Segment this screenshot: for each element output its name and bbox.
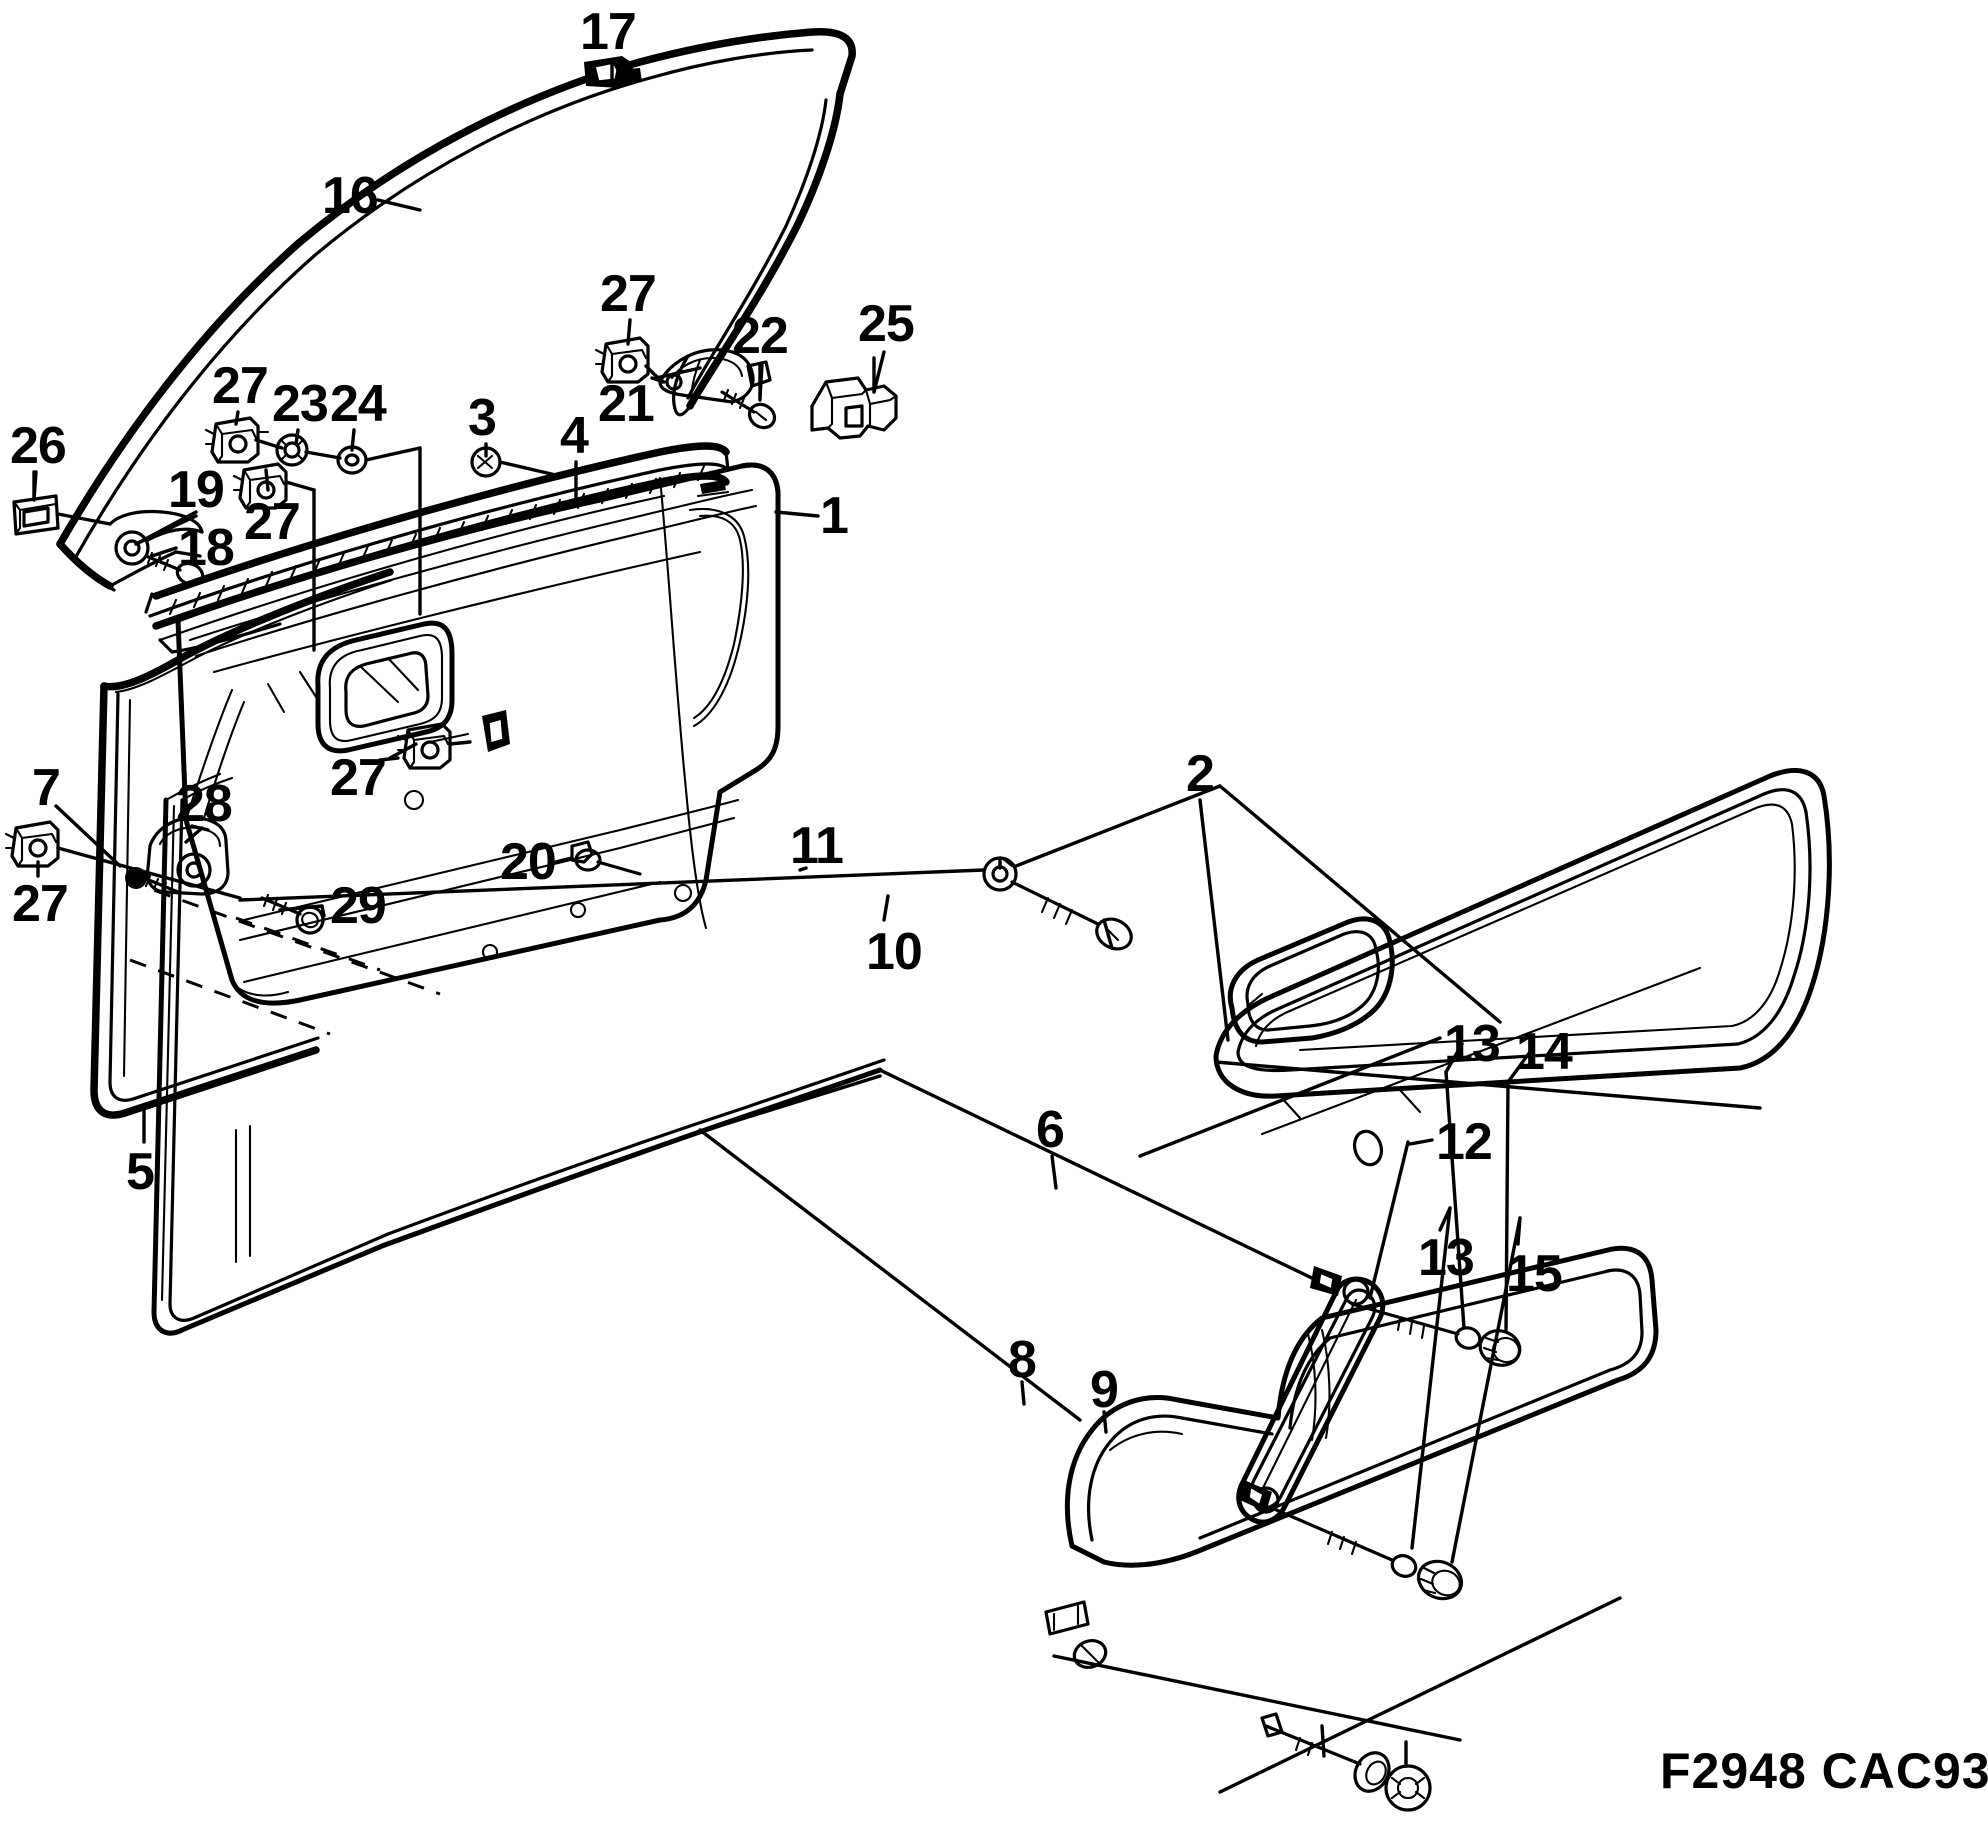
callout-14: 14 — [1516, 1023, 1573, 1081]
callout-9: 9 — [1090, 1361, 1119, 1419]
callout-23: 23 — [272, 375, 329, 433]
leader-19 — [134, 510, 198, 546]
leader-29 — [278, 904, 324, 912]
clip-27-d — [378, 722, 472, 770]
leader-15 — [1516, 1216, 1522, 1246]
callout-17: 17 — [580, 3, 637, 61]
leader-23 — [294, 428, 300, 446]
leader-20 — [554, 856, 574, 864]
leader-28 — [184, 826, 204, 844]
leader-21 — [654, 366, 702, 380]
clip-27-a — [594, 336, 650, 384]
belt-weatherstrip-4 — [144, 442, 730, 654]
leader-13 — [1438, 1206, 1452, 1232]
callout-10: 10 — [866, 923, 923, 981]
callout-2: 2 — [1186, 745, 1215, 803]
leader-26 — [32, 470, 38, 502]
callout-18: 18 — [178, 519, 235, 577]
leader-27 — [234, 410, 240, 426]
leader-6 — [1050, 1154, 1058, 1190]
callout-6: 6 — [1036, 1101, 1065, 1159]
callout-15: 15 — [1506, 1245, 1563, 1303]
screw-10 — [1010, 880, 1133, 951]
callout-13-upper: 13 — [1444, 1015, 1501, 1073]
leader-11 — [798, 866, 808, 872]
callout-13-lower: 13 — [1418, 1229, 1475, 1287]
support-pivot-upper — [1310, 1266, 1342, 1296]
callout-27-d: 27 — [330, 749, 387, 807]
callout-26: 26 — [10, 417, 67, 475]
callout-4: 4 — [560, 407, 589, 465]
bracket-26 — [12, 470, 112, 536]
callout-7: 7 — [32, 759, 61, 817]
callout-1: 1 — [820, 487, 849, 545]
callout-16: 16 — [322, 167, 379, 225]
door-bottom-edge — [234, 1058, 886, 1264]
callout-25: 25 — [858, 295, 915, 353]
callout-27-b: 27 — [212, 357, 269, 415]
callout-12: 12 — [1436, 1113, 1493, 1171]
leader-25 — [872, 350, 886, 394]
callout-3: 3 — [468, 389, 497, 447]
leader-8 — [1020, 1380, 1026, 1406]
callout-27-a: 27 — [600, 265, 657, 323]
callout-19: 19 — [168, 461, 225, 519]
striker-fitting-28 — [125, 816, 230, 896]
clip-27-c — [232, 446, 422, 652]
callout-5: 5 — [126, 1143, 155, 1201]
nut-9 — [1384, 1740, 1432, 1812]
callout-8: 8 — [1008, 1331, 1037, 1389]
callout-27-c: 27 — [244, 493, 301, 551]
callout-27-e: 27 — [12, 875, 69, 933]
callout-21: 21 — [598, 375, 655, 433]
plug-15-lower — [1416, 1216, 1522, 1601]
callout-20: 20 — [500, 833, 557, 891]
leader-9 — [1102, 1410, 1108, 1434]
screw-18 — [144, 550, 205, 587]
clip-27-b — [204, 416, 270, 464]
leader-16 — [376, 198, 422, 212]
door-trim-panel-1 — [175, 462, 781, 1006]
callout-28: 28 — [176, 775, 233, 833]
callout-24: 24 — [330, 375, 387, 433]
leader-22 — [758, 362, 764, 400]
window-frame-trim-16 — [56, 27, 856, 592]
door-seal-5 — [90, 568, 394, 1119]
leader-27 — [264, 468, 270, 492]
leader-12 — [1408, 1138, 1434, 1146]
screw-13-lower — [1270, 1206, 1452, 1578]
leader-13 — [1444, 1042, 1464, 1074]
leader-2 — [1198, 798, 1230, 1042]
armrest-panel-2 — [1213, 768, 1832, 1167]
bracket-25 — [810, 356, 898, 440]
washer-11 — [982, 856, 1018, 892]
grommet-23 — [275, 433, 309, 467]
leader-1 — [774, 510, 820, 518]
support-pivot-lower — [1240, 1480, 1272, 1512]
callout-leader-lines — [32, 58, 1532, 1434]
screw-8 — [1260, 1712, 1391, 1793]
callout-11: 11 — [790, 817, 844, 875]
leader-7 — [54, 804, 122, 868]
leader-27 — [388, 742, 418, 760]
leader-14 — [1506, 1050, 1532, 1084]
callout-22: 22 — [732, 307, 789, 365]
leader-24 — [350, 428, 356, 452]
callout-29: 29 — [330, 877, 387, 935]
leader-27 — [626, 318, 632, 346]
leader-10 — [882, 894, 890, 922]
drawing-code: F2948 CAC93 — [1660, 1743, 1988, 1799]
leader-18 — [150, 546, 178, 558]
